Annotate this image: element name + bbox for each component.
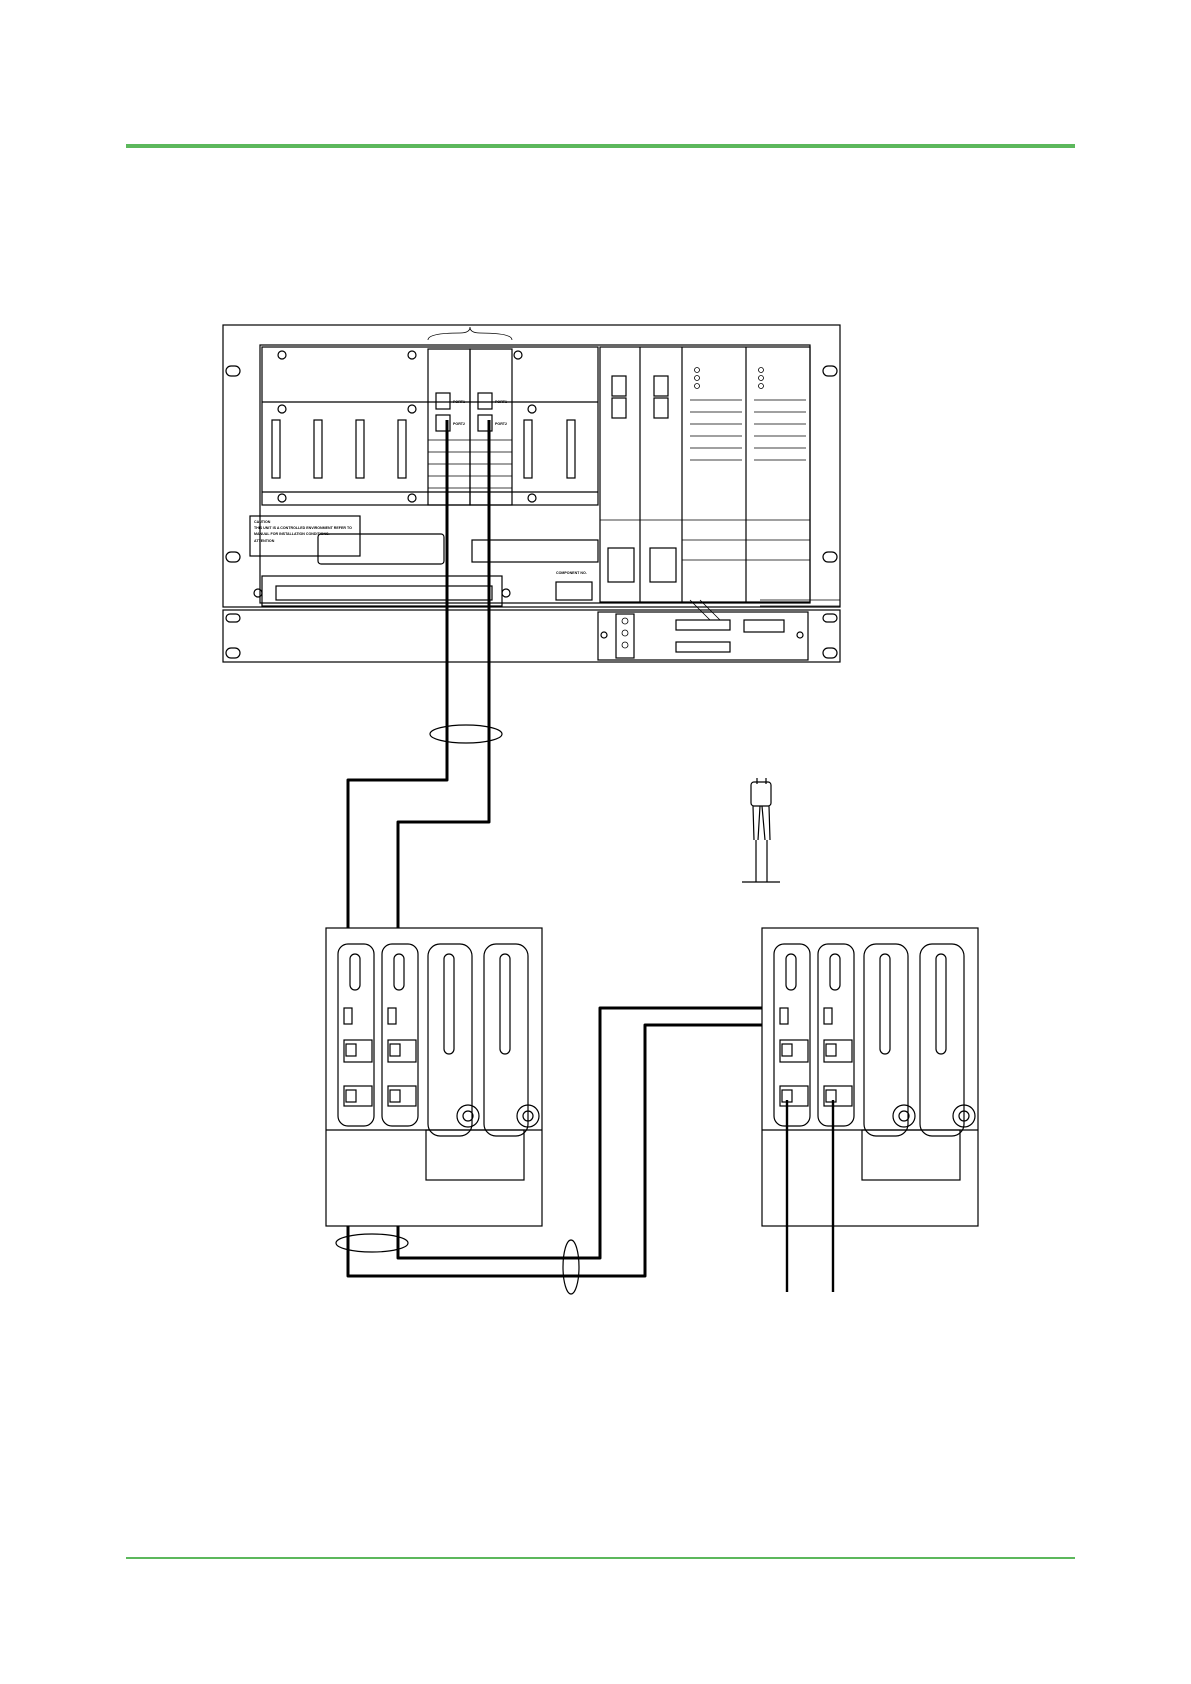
component-label: COMPONENT NO. — [556, 571, 587, 575]
media-converter-left — [326, 928, 542, 1226]
footer-rule — [126, 1557, 1075, 1559]
port-label: PORT2 — [453, 422, 465, 426]
lc-duplex-connector-icon — [742, 778, 780, 882]
port-label: PORT2 — [495, 422, 507, 426]
caution-text-line-1: THIS UNIT IS A CONTROLLED ENVIRONMENT RE… — [254, 526, 352, 530]
media-converter-right — [762, 928, 978, 1226]
attention-label: ATTENTION — [254, 539, 275, 543]
caution-label: CAUTION — [254, 520, 271, 524]
port-label: PORT1 — [453, 400, 465, 404]
port-label: PORT1 — [495, 400, 507, 404]
